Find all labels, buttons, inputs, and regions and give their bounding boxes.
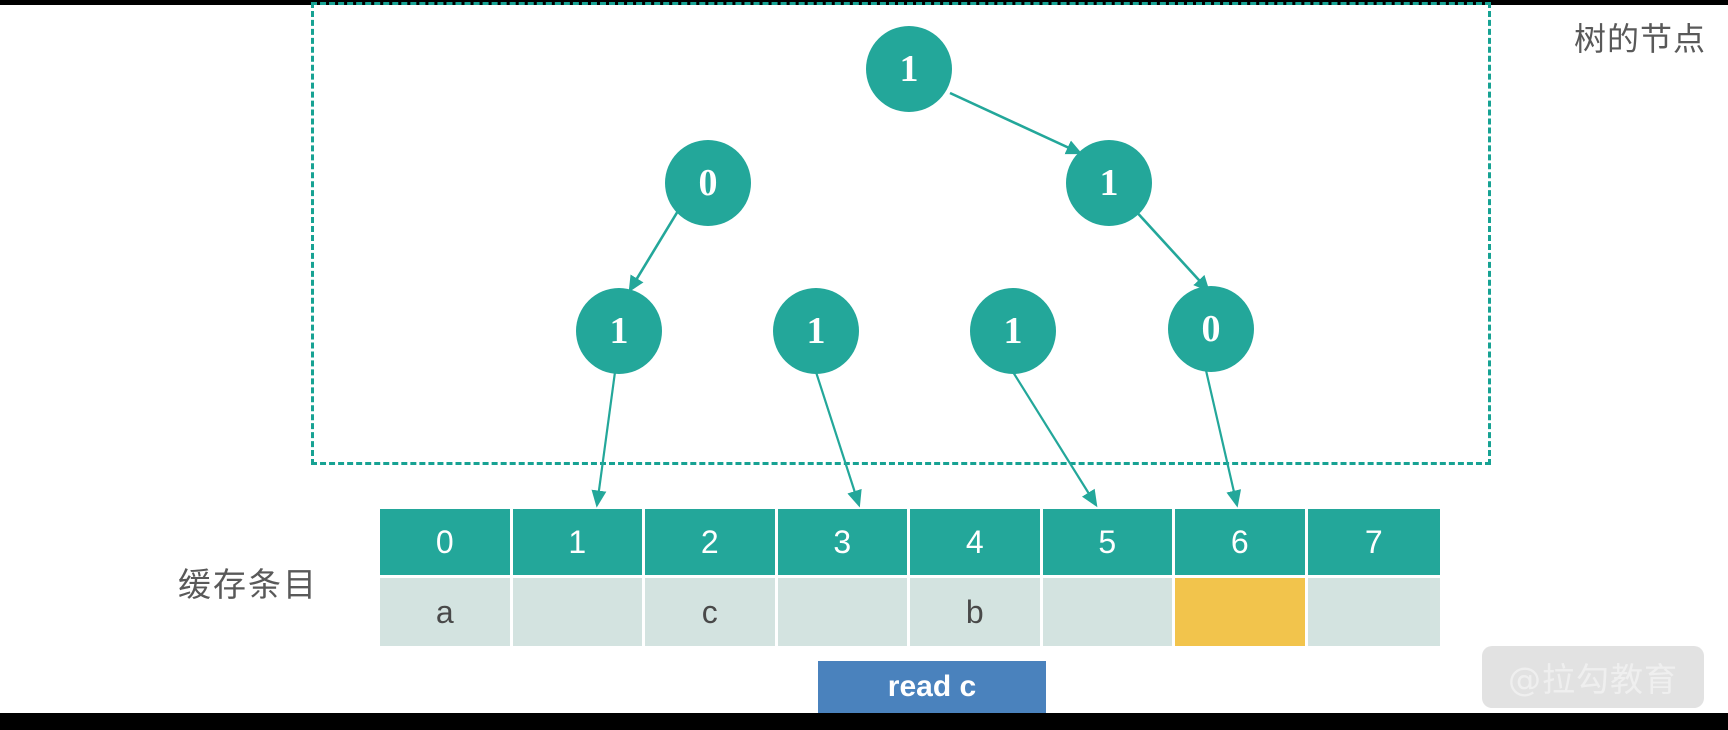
letterbox-bottom-bar — [0, 713, 1728, 730]
cache-index-cell[interactable]: 7 — [1307, 509, 1440, 575]
read-action-button[interactable]: read c — [818, 661, 1046, 713]
tree-node-root[interactable]: 1 — [866, 26, 952, 112]
cache-index-row: 0 1 2 3 4 5 6 7 — [380, 509, 1440, 575]
cache-index-cell[interactable]: 6 — [1175, 509, 1308, 575]
tree-node-leaf-2[interactable]: 1 — [773, 288, 859, 374]
cache-value-cell[interactable] — [1042, 578, 1175, 646]
cache-value-cell[interactable]: c — [645, 578, 778, 646]
cache-index-cell[interactable]: 2 — [645, 509, 778, 575]
tree-region-box — [311, 2, 1491, 465]
cache-value-cell[interactable] — [512, 578, 645, 646]
tree-node-leaf-4[interactable]: 0 — [1168, 286, 1254, 372]
cache-index-cell[interactable]: 0 — [380, 509, 513, 575]
watermark: @拉勾教育 — [1482, 646, 1704, 708]
tree-node-leaf-3[interactable]: 1 — [970, 288, 1056, 374]
cache-index-cell[interactable]: 5 — [1042, 509, 1175, 575]
cache-value-cell[interactable]: a — [380, 578, 513, 646]
cache-entries-label: 缓存条目 — [178, 565, 318, 604]
cache-index-cell[interactable]: 4 — [910, 509, 1043, 575]
tree-region-label: 树的节点 — [1573, 20, 1706, 58]
tree-node-level1-right[interactable]: 1 — [1066, 140, 1152, 226]
cache-value-cell[interactable] — [1307, 578, 1440, 646]
cache-value-cell[interactable] — [777, 578, 910, 646]
cache-index-cell[interactable]: 3 — [777, 509, 910, 575]
tree-node-leaf-1[interactable]: 1 — [576, 288, 662, 374]
cache-value-cell[interactable]: b — [910, 578, 1043, 646]
cache-index-cell[interactable]: 1 — [512, 509, 645, 575]
tree-node-level1-left[interactable]: 0 — [665, 140, 751, 226]
cache-value-cell-highlighted[interactable] — [1175, 578, 1308, 646]
cache-table: 0 1 2 3 4 5 6 7 a c b — [380, 509, 1440, 646]
cache-value-row: a c b — [380, 578, 1440, 646]
